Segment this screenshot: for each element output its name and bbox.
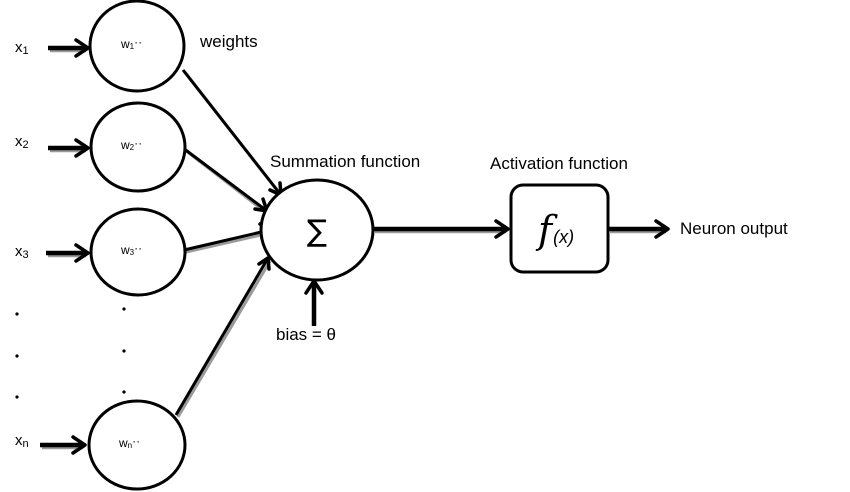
output-arrow bbox=[608, 219, 670, 239]
edge-wn-sum bbox=[174, 256, 272, 418]
input-arrow-3 bbox=[46, 243, 90, 263]
weight-node-3 bbox=[89, 207, 187, 297]
bias-label: bias = θ bbox=[276, 325, 336, 344]
weight-ellipsis bbox=[122, 307, 126, 394]
sum-to-activation-arrow bbox=[374, 219, 510, 239]
weight-node-n bbox=[87, 399, 187, 491]
output-label: Neuron output bbox=[680, 219, 788, 238]
activation-label: Activation function bbox=[490, 154, 628, 173]
weights-label: weights bbox=[199, 32, 258, 51]
weight-label-3: w3·· bbox=[120, 241, 142, 257]
input-arrow-1 bbox=[48, 38, 90, 58]
input-arrow-n bbox=[40, 435, 87, 455]
edge-w1-sum bbox=[181, 69, 285, 199]
weight-node-1 bbox=[88, 0, 186, 93]
weight-node-2 bbox=[89, 101, 187, 193]
input-label-1: x1 bbox=[15, 39, 29, 57]
input-arrow-2 bbox=[48, 138, 90, 158]
input-ellipsis bbox=[15, 312, 19, 399]
weight-label-n: wn·· bbox=[118, 434, 140, 450]
bias-arrow bbox=[304, 279, 324, 326]
input-label-2: x2 bbox=[15, 133, 29, 151]
input-label-3: x3 bbox=[15, 243, 29, 261]
sigma-symbol: ∑ bbox=[307, 214, 327, 249]
weight-label-1: w1·· bbox=[120, 35, 142, 51]
input-label-n: xn bbox=[15, 432, 29, 450]
edge-w2-sum bbox=[182, 146, 269, 216]
edge-w3-sum bbox=[183, 222, 272, 254]
summation-node bbox=[259, 178, 375, 282]
summation-label: Summation function bbox=[270, 152, 420, 171]
weight-label-2: w2·· bbox=[120, 136, 142, 152]
